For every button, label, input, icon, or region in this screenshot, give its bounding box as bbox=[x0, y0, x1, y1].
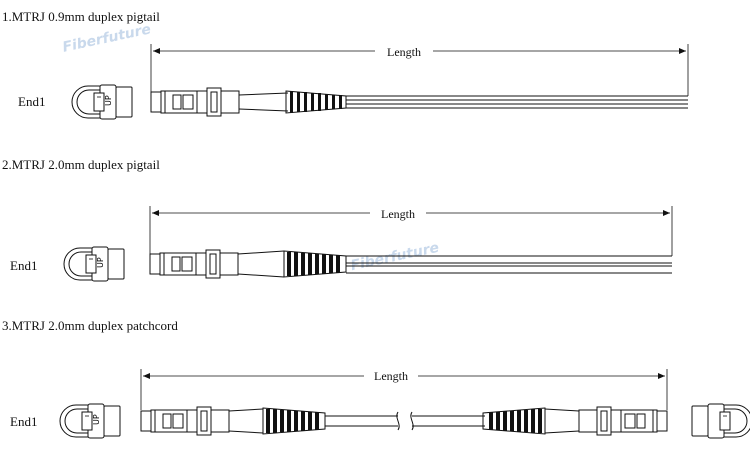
section-1-end1-label: End1 bbox=[18, 94, 45, 109]
section-3-cable-with-break bbox=[325, 411, 485, 431]
section-1-connector-side-view bbox=[150, 87, 347, 117]
svg-text:Fiberfuture: Fiberfuture bbox=[61, 21, 152, 55]
watermark-middle: Fiberfuture bbox=[349, 240, 440, 274]
svg-text:UP: UP bbox=[96, 257, 105, 268]
section-2-connector-side-view bbox=[149, 249, 347, 279]
svg-text:Fiberfuture: Fiberfuture bbox=[349, 240, 440, 274]
section-3-title: 3.MTRJ 2.0mm duplex patchcord bbox=[2, 318, 178, 333]
section-2-end1-label: End1 bbox=[10, 258, 37, 273]
section-3-endface-left-icon: UP bbox=[59, 403, 121, 439]
section-1-title: 1.MTRJ 0.9mm duplex pigtail bbox=[2, 9, 160, 24]
section-2-length-dimension: Length bbox=[149, 206, 673, 256]
section-2-endface-icon: UP bbox=[63, 246, 125, 282]
section-1-fibers bbox=[238, 92, 688, 112]
section-1-length-label: Length bbox=[387, 45, 421, 59]
svg-text:UP: UP bbox=[104, 95, 113, 106]
section-3-end1-label: End1 bbox=[10, 414, 37, 429]
section-2-title: 2.MTRJ 2.0mm duplex pigtail bbox=[2, 157, 160, 172]
section-1-pigtail-09mm: 1.MTRJ 0.9mm duplex pigtail End1 UP Leng… bbox=[2, 9, 689, 120]
section-3-patchcord-20mm: 3.MTRJ 2.0mm duplex patchcord End1 UP Le… bbox=[2, 318, 750, 439]
section-2-cables bbox=[237, 250, 672, 278]
section-1-endface-icon: UP bbox=[71, 84, 133, 120]
section-1-length-dimension: Length bbox=[150, 44, 689, 96]
section-3-length-dimension: Length bbox=[140, 369, 668, 410]
section-2-length-label: Length bbox=[381, 207, 415, 221]
section-3-length-label: Length bbox=[374, 369, 408, 383]
svg-text:UP: UP bbox=[92, 414, 101, 425]
section-3-endface-right-icon bbox=[691, 403, 750, 439]
section-2-pigtail-20mm: 2.MTRJ 2.0mm duplex pigtail End1 UP Leng… bbox=[2, 157, 673, 282]
watermark-top: Fiberfuture bbox=[61, 21, 152, 55]
